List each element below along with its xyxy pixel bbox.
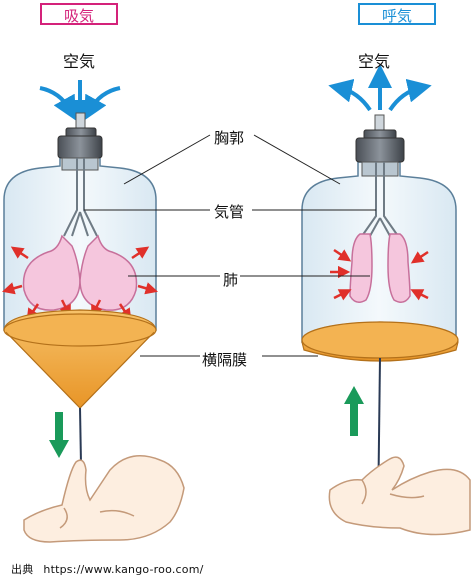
source-credit: 出典 https://www.kango-roo.com/ [11,561,204,577]
hand-right [328,456,471,536]
air-label-exhale: 空気 [358,52,391,71]
air-inflow-arrows [39,80,121,124]
air-outflow-arrows [328,64,432,112]
contraction-arrows [330,248,429,301]
push-up-arrow [344,386,364,436]
diaphragm-label: 横隔膜 [202,351,248,369]
trachea-right [361,162,399,237]
bell-jar-right [301,161,457,343]
pull-down-arrow [49,412,69,458]
chest-label: 胸郭 [214,129,245,147]
stopper-left [57,112,103,171]
source-url[interactable]: https://www.kango-roo.com/ [43,563,204,576]
trachea-label: 気管 [214,203,245,221]
lungs-deflated [349,233,411,303]
lungs-inflated [22,234,138,311]
lung-label: 肺 [223,271,239,289]
air-label-inhale: 空気 [63,52,96,71]
exhale-title: 呼気 [358,3,436,25]
source-label: 出典 [11,563,34,576]
inhale-title: 吸気 [40,3,118,25]
diaphragm-left [3,309,157,409]
leader-lines [84,134,376,357]
diaphragm-right [301,321,459,362]
hand-left [23,455,185,543]
stopper-right [355,114,405,177]
